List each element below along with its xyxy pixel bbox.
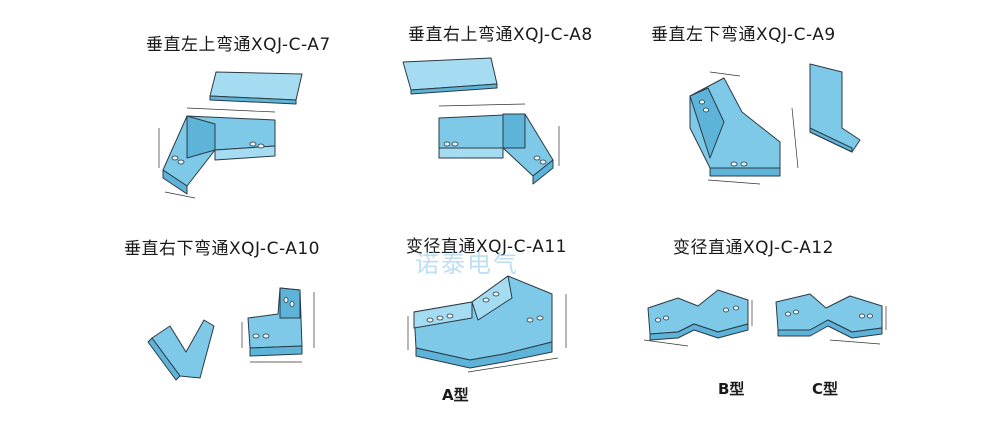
a9-side-plate <box>809 63 861 153</box>
sublabel-a-type: A型 <box>442 386 469 404</box>
a8-elbow-drawing <box>438 103 560 185</box>
title-a11: 变径直通XQJ-C-A11 <box>406 237 567 257</box>
a7-elbow-drawing <box>158 107 276 199</box>
a12-reducer-b-drawing <box>643 289 753 347</box>
a10-elbow-drawing <box>241 287 315 363</box>
a8-cover-plate <box>402 57 498 95</box>
title-a7: 垂直左上弯通XQJ-C-A7 <box>146 35 331 55</box>
watermark-logo: 诺泰电气 <box>415 250 519 278</box>
a9-elbow-drawing <box>689 71 799 185</box>
title-a12: 变径直通XQJ-C-A12 <box>673 238 834 258</box>
a12-reducer-c-drawing <box>775 293 887 345</box>
title-a10: 垂直右下弯通XQJ-C-A10 <box>124 239 320 259</box>
a7-cover-plate <box>209 71 303 105</box>
sublabel-c-type: C型 <box>812 380 839 398</box>
a11-reducer-a-drawing <box>407 275 567 373</box>
title-a9: 垂直左下弯通XQJ-C-A9 <box>651 25 836 45</box>
sublabel-b-type: B型 <box>718 380 745 398</box>
title-a8: 垂直右上弯通XQJ-C-A8 <box>408 25 593 45</box>
a10-side-plate <box>147 319 215 381</box>
